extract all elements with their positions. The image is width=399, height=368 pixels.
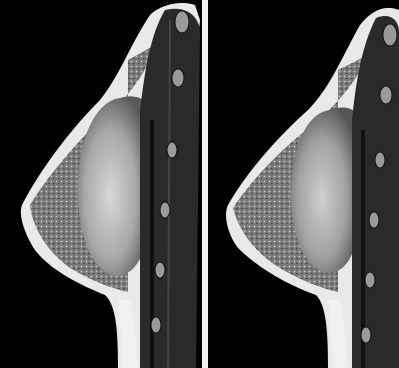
left-panel	[0, 0, 202, 368]
breast-cross-section-right	[208, 0, 399, 368]
breast-cross-section-left	[0, 0, 202, 368]
right-panel	[208, 0, 399, 368]
